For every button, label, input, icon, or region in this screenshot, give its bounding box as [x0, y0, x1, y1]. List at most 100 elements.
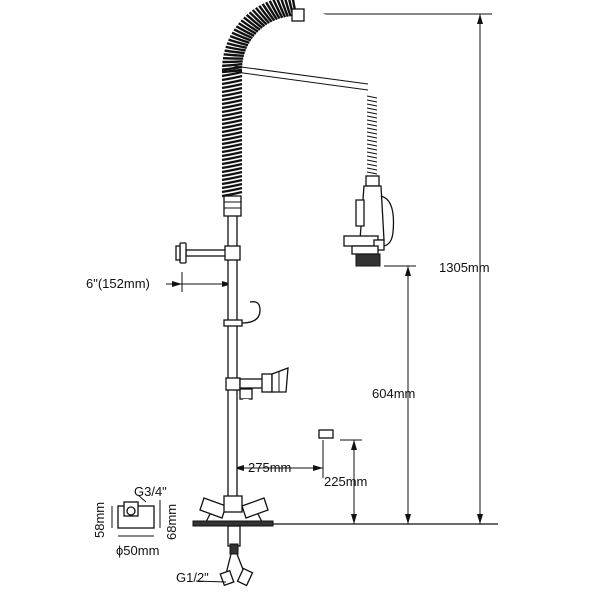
coil-loop [221, 106, 243, 114]
coil-loop [223, 53, 244, 57]
coil-loop [221, 118, 243, 126]
coil-loop [221, 170, 243, 178]
coil-loop [221, 154, 243, 162]
hose-wrap-turn [366, 111, 378, 115]
coil-loop [238, 22, 257, 35]
coil-loop [221, 158, 243, 166]
coil-loop [231, 31, 252, 42]
coil-loop [251, 9, 268, 26]
deck-mixer-valve [192, 495, 274, 587]
hose-wrap-turn [366, 139, 378, 143]
hose-spring-wrap [366, 95, 378, 179]
coil-loop [221, 126, 243, 134]
inlet-thread-label: G3/4" [134, 484, 167, 499]
coil-loop [221, 166, 243, 174]
hose-wrap-turn [366, 143, 378, 147]
coil-loop [254, 7, 271, 24]
hose-wrap-turn [366, 115, 378, 119]
coil-loop [221, 182, 243, 190]
coil-loop [248, 11, 266, 28]
hose-wrap-turn [366, 159, 378, 163]
coil-loop [222, 62, 243, 68]
wall-bracket [175, 242, 241, 264]
coil-loop [221, 146, 243, 154]
coil-loop [221, 94, 243, 102]
hose-wrap-turn [366, 131, 378, 135]
coil-loop [221, 90, 243, 98]
hose-wrap-turn [366, 135, 378, 139]
hose-wrap-turn [366, 151, 378, 155]
sprayer-height-label: 604mm [372, 386, 415, 401]
add-on-faucet [225, 367, 334, 439]
coil-loop [276, 0, 287, 18]
coil-loop [221, 142, 243, 150]
coil-loop [221, 82, 243, 90]
hose-wrap-turn [366, 95, 378, 99]
coil-loop [225, 45, 246, 52]
coil-loop [222, 60, 243, 64]
hose-wrap-turn [366, 155, 378, 159]
coil-loop [243, 16, 261, 31]
coil-loop [221, 134, 243, 142]
inlet-detail-view [111, 494, 161, 537]
coil-loop [224, 49, 245, 55]
cross-handle-icon[interactable] [199, 497, 227, 519]
spring-coil-icon [221, 0, 298, 198]
pre-rinse-spray-valve-icon[interactable] [343, 175, 395, 267]
coil-loop [226, 42, 247, 49]
sprayer-hook [223, 301, 261, 327]
detail-diameter-label: ϕ50mm [116, 543, 159, 558]
coil-loop [221, 78, 243, 86]
cross-handle-icon[interactable] [241, 497, 269, 519]
coil-loop [233, 28, 253, 40]
detail-height-left-label: 58mm [92, 502, 107, 538]
coil-loop [221, 190, 243, 198]
coil-loop [221, 178, 243, 186]
hose-wrap-turn [366, 107, 378, 111]
hose-wrap-turn [366, 163, 378, 167]
cross-handle-icon[interactable] [271, 367, 289, 393]
coil-loop [284, 0, 292, 17]
hose-wrap-turn [366, 99, 378, 103]
coil-loop [265, 1, 278, 21]
hose-wrap-turn [366, 123, 378, 127]
coil-loop [221, 122, 243, 130]
coil-loop [221, 74, 243, 82]
hose-wrap-turn [366, 171, 378, 175]
coil-loop [221, 110, 243, 118]
hose-wrap-turn [366, 103, 378, 107]
total-height-label: 1305mm [439, 260, 490, 275]
hose-wrap-turn [366, 127, 378, 131]
coil-loop [221, 130, 243, 138]
spout-reach-label: 275mm [248, 460, 291, 475]
coil-loop [221, 98, 243, 106]
coil-loop [272, 0, 284, 19]
detail-height-right-label: 68mm [164, 504, 179, 540]
coil-loop [268, 0, 281, 20]
coil-loop [221, 186, 243, 194]
hose-wrap-turn [366, 167, 378, 171]
wall-offset-label: 6"(152mm) [86, 276, 150, 291]
coil-loop [221, 114, 243, 122]
supply-thread-label: G1/2" [176, 570, 209, 585]
coil-loop [228, 38, 249, 47]
coil-loop [221, 162, 243, 170]
spout-height-label: 225mm [324, 474, 367, 489]
coil-loop [221, 174, 243, 182]
main-riser-pipe [223, 195, 242, 511]
coil-loop [235, 25, 255, 37]
coil-loop [229, 35, 250, 44]
coil-loop [221, 150, 243, 158]
coil-loop [221, 138, 243, 146]
coil-loop [261, 3, 276, 22]
coil-loop [221, 68, 243, 74]
coil-loop [245, 13, 263, 29]
overhead-hose-arc [233, 8, 376, 176]
coil-loop [280, 0, 289, 18]
coil-loop [221, 102, 243, 110]
coil-loop [221, 86, 243, 94]
coil-loop [240, 19, 259, 33]
hose-wrap-turn [366, 147, 378, 151]
